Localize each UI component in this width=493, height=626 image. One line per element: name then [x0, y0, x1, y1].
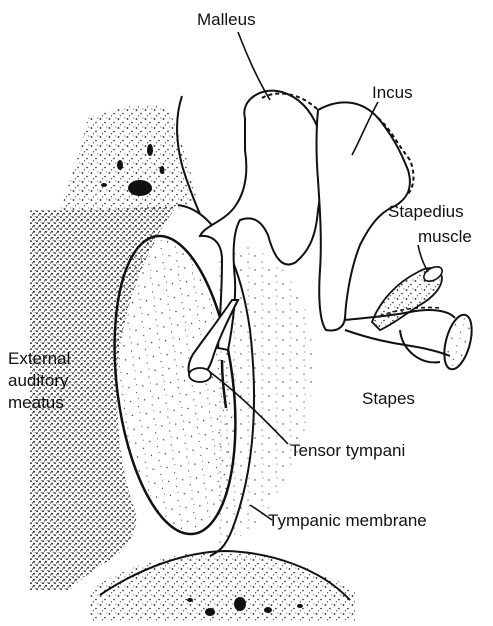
stapes-arch: [400, 330, 440, 362]
label-stapedius-2: muscle: [418, 227, 472, 246]
lower-bone-mass: [90, 552, 355, 621]
tensor-tympani-end: [189, 368, 211, 382]
label-external-1: External: [8, 349, 70, 368]
label-malleus: Malleus: [197, 10, 256, 29]
label-tensor-tympani: Tensor tympani: [290, 441, 405, 460]
stapes-footplate: [439, 312, 477, 372]
label-stapes: Stapes: [362, 389, 415, 408]
label-tympanic-membrane: Tympanic membrane: [268, 511, 427, 530]
label-incus: Incus: [372, 83, 413, 102]
leader-malleus: [238, 32, 270, 100]
label-external-2: auditory: [8, 371, 69, 390]
label-stapedius-1: Stapedius: [388, 202, 464, 221]
leader-stapedius: [418, 245, 428, 272]
label-external-3: meatus: [8, 393, 64, 412]
upper-bone-mass: [60, 105, 196, 212]
